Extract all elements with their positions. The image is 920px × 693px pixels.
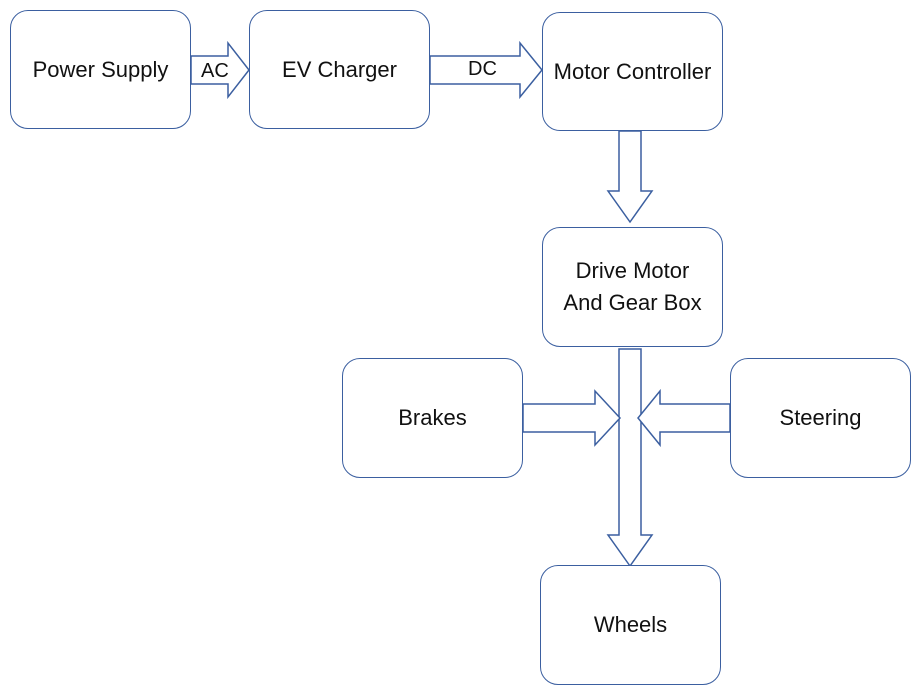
node-ev-charger-label: EV Charger — [282, 56, 397, 82]
node-wheels-label: Wheels — [593, 612, 668, 638]
node-steering: Steering — [730, 358, 911, 478]
node-power-supply: Power Supply — [10, 10, 191, 129]
node-brakes-label: Brakes — [398, 405, 467, 431]
arrow-steering-to-shaft — [637, 388, 731, 448]
node-ev-charger: EV Charger — [249, 10, 430, 129]
edge-label-dc: DC — [467, 58, 498, 80]
edge-label-ac: AC — [200, 60, 230, 82]
arrow-brakes-to-shaft — [522, 389, 622, 447]
node-steering-label: Steering — [779, 405, 862, 431]
node-motor-controller-label: Motor Controller — [553, 58, 712, 84]
node-wheels: Wheels — [540, 565, 721, 685]
node-drive-motor: Drive Motor And Gear Box — [542, 227, 723, 347]
node-motor-controller: Motor Controller — [542, 12, 723, 131]
node-drive-motor-label-line2: And Gear Box — [563, 290, 702, 315]
arrow-motor-to-wheels — [606, 348, 654, 568]
node-power-supply-label: Power Supply — [32, 56, 169, 82]
node-drive-motor-label-line1: Drive Motor — [575, 258, 690, 284]
arrow-controller-to-motor — [606, 130, 654, 224]
node-brakes: Brakes — [342, 358, 523, 478]
